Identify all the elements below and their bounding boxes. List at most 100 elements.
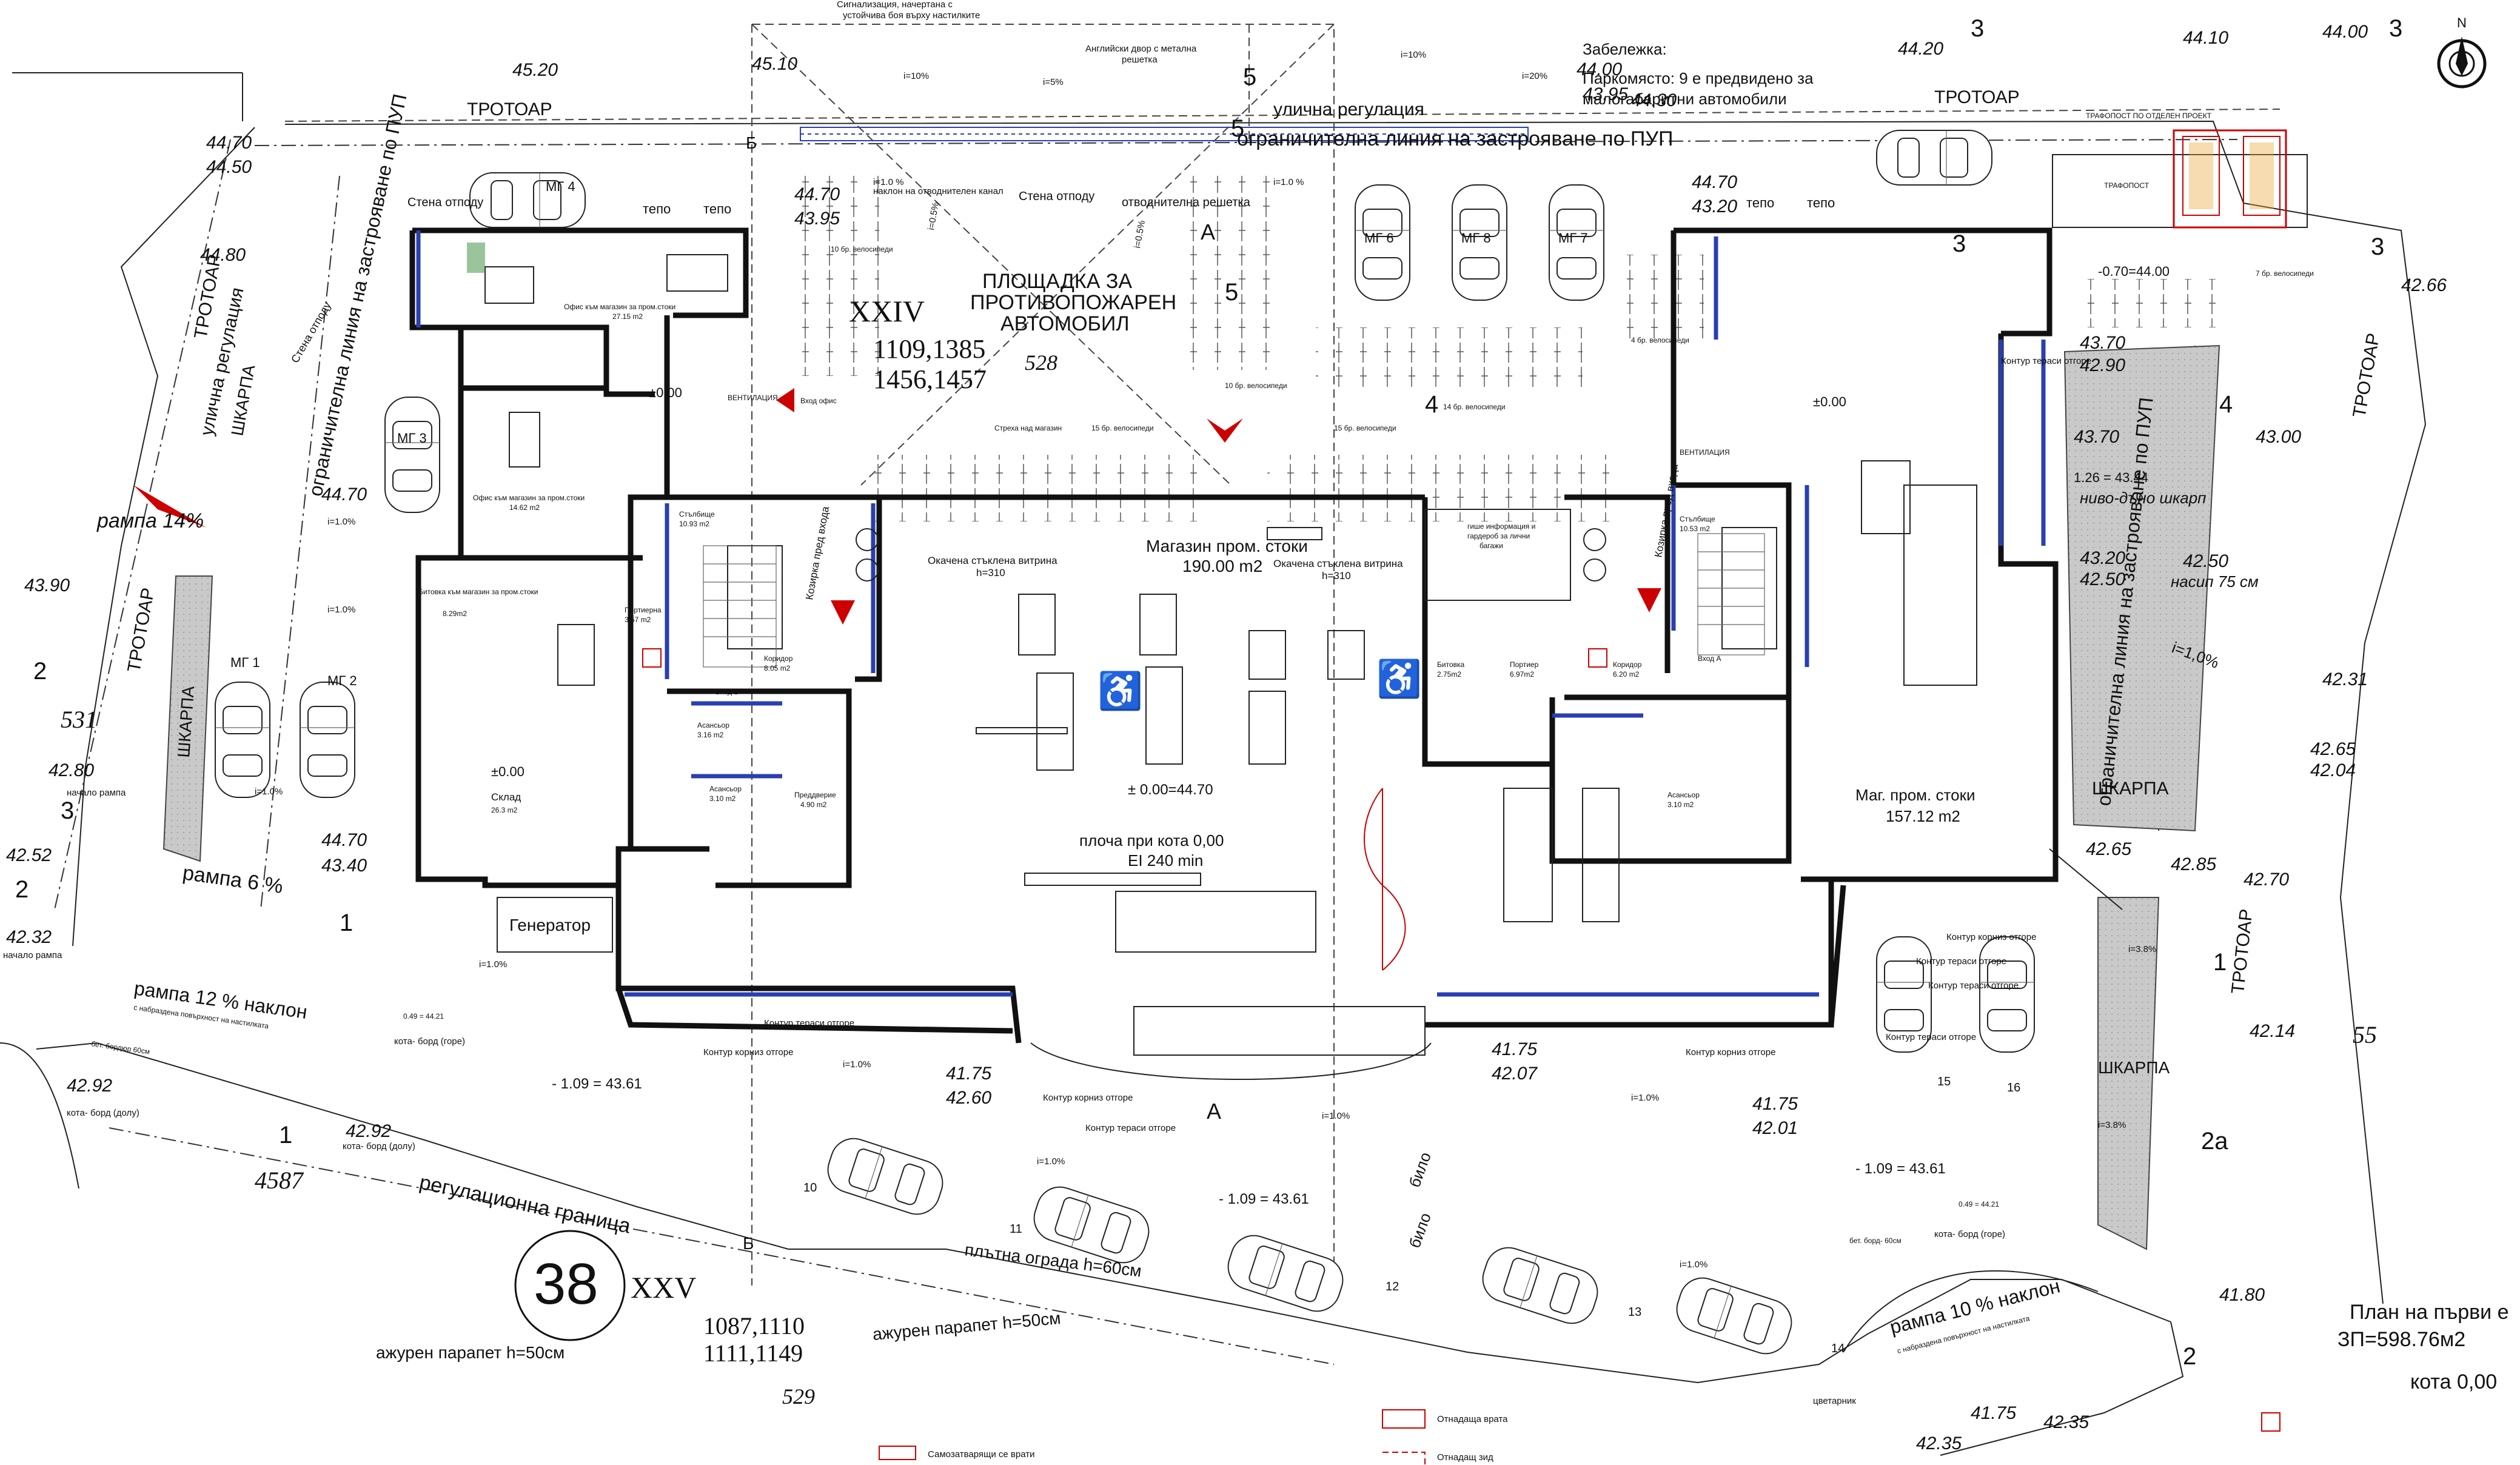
open-parapet-1: ажурен парапет h=50см xyxy=(872,1309,1062,1344)
room-wc: Битовка xyxy=(1437,660,1465,669)
slope-drain-label: наклон на отводнителен канал xyxy=(873,186,1004,196)
elev-4410: 44.10 xyxy=(2183,28,2228,48)
elev-4207: 42.07 xyxy=(1492,1064,1538,1084)
elev-4450: 44.50 xyxy=(206,157,252,177)
contour-4: Контур тераси отгоре xyxy=(1085,1123,1176,1133)
fire-area-3: АВТОМОБИЛ xyxy=(1000,312,1130,335)
zero-2: ±0.00 xyxy=(1813,394,1846,409)
contour-2: Контур тераси отгоре xyxy=(764,1018,854,1028)
axis-A-bottom: А xyxy=(1207,1099,1221,1124)
slope-3: i=10% xyxy=(1401,50,1426,60)
parking-mg4: МГ 4 xyxy=(546,179,575,194)
block-circle xyxy=(514,1230,626,1341)
sidewalk-left2: ТРОТОАР xyxy=(124,586,158,674)
transformer-station xyxy=(2052,129,2308,229)
plan-title-1: План на първи е xyxy=(2350,1301,2509,1324)
slope-4: i=20% xyxy=(1522,71,1547,81)
legend-wall: Отнадащ зид xyxy=(1437,1452,1493,1463)
slope-2: i=5% xyxy=(1043,77,1064,87)
scarp-areas xyxy=(163,344,2220,1250)
glass-front-1-h: h=310 xyxy=(976,567,1005,578)
parking-16: 16 xyxy=(2007,1081,2020,1095)
room-info: гише информация и xyxy=(1467,522,1535,531)
elev-4520: 45.20 xyxy=(512,60,558,80)
axis-3b: 3 xyxy=(2389,15,2402,42)
axis-4b: 4 xyxy=(2219,391,2233,418)
slope-6: i=1.0 % xyxy=(1273,177,1304,187)
tepo-2: тепо xyxy=(703,201,731,216)
room-kitchen-area: 8.29m2 xyxy=(443,609,467,618)
axis-A-top: А xyxy=(1201,220,1215,244)
parking-mg8: МГ 8 xyxy=(1461,230,1491,246)
elev-4265a: 42.65 xyxy=(2310,739,2356,759)
axis-B-top: Б xyxy=(746,133,757,152)
elev-4235a: 42.35 xyxy=(1916,1433,1962,1453)
slope-13: i=1.0% xyxy=(843,1059,871,1070)
axis-3e: 3 xyxy=(61,797,74,824)
parking-12: 12 xyxy=(1386,1280,1399,1293)
north-label: N xyxy=(2457,15,2467,30)
street-regulation-label: улична регулация xyxy=(1273,99,1424,119)
slope-14: i=1.0% xyxy=(1037,1156,1065,1167)
elev-4260: 42.60 xyxy=(946,1088,991,1108)
contour-6: Контур тераси отгоре xyxy=(1916,956,2006,967)
bottom-level: ниво-дъно шкарп xyxy=(2080,489,2206,507)
elev-4390: 43.90 xyxy=(24,575,70,595)
room-porter-a: Портиер xyxy=(1510,660,1539,669)
elev-4250a: 42.50 xyxy=(2183,551,2228,571)
interior-details xyxy=(467,243,1977,1080)
bikes-4: 4 бр. велосипеди xyxy=(1631,336,1689,344)
elev-4175b: 41.75 xyxy=(1492,1039,1537,1059)
axis-B-bottom: Б xyxy=(743,1234,754,1253)
level-126: 1.26 = 43.44 xyxy=(2074,470,2148,485)
room-corridor-b: Коридор xyxy=(764,654,793,663)
elev-4470a: 44.70 xyxy=(206,133,252,153)
room-info-2: гардероб за лични xyxy=(1467,532,1530,540)
room-stair-a-area: 10.53 m2 xyxy=(1680,525,1710,533)
contour-8: Контур корниз отгоре xyxy=(1946,932,2036,942)
contour-3: Контур корниз отгоре xyxy=(1043,1093,1133,1103)
generator-box xyxy=(497,897,613,953)
elev-4175a: 41.75 xyxy=(946,1064,991,1084)
fire-area-2: ПРОТИВОПОЖАРЕН xyxy=(970,291,1176,314)
sidewalk-top-right: ТРОТОАР xyxy=(1934,87,2020,107)
entry-a: Вход А xyxy=(1698,654,1721,663)
bike-racks xyxy=(788,176,2219,521)
vestibule-b: Козирка пред входа xyxy=(803,505,831,601)
concrete-curb-1: бет. бордюр 60см xyxy=(91,1039,150,1056)
glass-front-2: Окачена стъклена витрина xyxy=(1273,558,1403,569)
canopy-label: Стреха над магазин xyxy=(994,424,1062,432)
tepo-4: тепо xyxy=(1807,195,1835,210)
glass-front-2-h: h=310 xyxy=(1322,570,1351,582)
fire-slab: плоча при кота 0,00 xyxy=(1079,831,1224,850)
elev-4201: 42.01 xyxy=(1752,1118,1798,1138)
tepo-3: тепо xyxy=(1746,195,1774,210)
room-corridor-a: Коридор xyxy=(1613,660,1642,669)
limit-line-label: ограничителна линия на застрояване по ПУ… xyxy=(1237,127,1673,150)
svg-text:♿: ♿ xyxy=(1097,670,1143,712)
scarp-right2: ШКАРПА xyxy=(2098,1058,2170,1077)
elev-4430: 44.30 xyxy=(1631,90,1677,110)
room-office2: Офис към магазин за пром.стоки xyxy=(473,494,585,502)
bilo-1: било xyxy=(1405,1150,1434,1190)
ramp-start-2: начало рампа xyxy=(3,950,62,960)
open-parapet-2: ажурен парапет h=50см xyxy=(376,1343,565,1362)
slope-7: i=0.5% xyxy=(926,201,941,231)
elev-4320a: 43.20 xyxy=(1692,196,1737,216)
entry-b: Вход Б xyxy=(715,688,739,696)
elev-4340: 43.40 xyxy=(321,856,367,876)
curb-bottom-1: кота- борд (долу) xyxy=(343,1141,415,1152)
note-signal-2: устойчива боя върху настилките xyxy=(843,10,980,21)
axis-markers: 3 3 3 3 3 5 5 5 4 4 2 2 2 2а 1 1 1 А А Б… xyxy=(15,15,2402,1370)
parking-mg3: МГ 3 xyxy=(397,431,427,446)
room-lobby: Преддверие xyxy=(794,791,836,799)
note-english-yard: Английски двор с метална xyxy=(1085,44,1197,54)
elev-4510: 45.10 xyxy=(752,54,797,74)
room-shop-main-area: 190.00 m2 xyxy=(1182,557,1262,575)
drain-grate xyxy=(800,127,1529,141)
axis-5b: 5 xyxy=(1231,115,1244,142)
zero-3: ±0.00 xyxy=(491,764,524,779)
lots-bottom-2: 1111,1149 xyxy=(703,1339,803,1367)
elev-4470e: 44.70 xyxy=(321,830,367,850)
room-stair-a: Стълбище xyxy=(1680,515,1715,523)
